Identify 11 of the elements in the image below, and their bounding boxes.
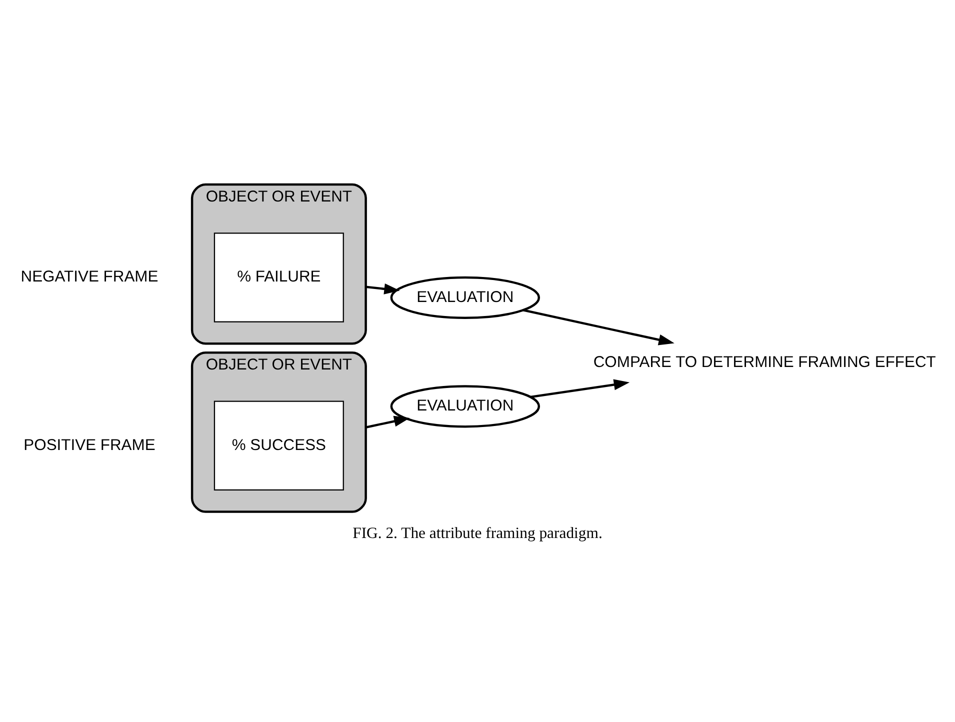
node-label: POSITIVE FRAME	[24, 436, 156, 454]
arrow	[366, 416, 410, 428]
arrow	[366, 283, 400, 294]
node-box: % SUCCESS	[214, 400, 344, 490]
node-box: % FAILURE	[214, 232, 344, 322]
arrow	[523, 309, 674, 346]
caption: FIG. 2. The attribute framing paradigm.	[352, 524, 602, 542]
arrow	[530, 379, 630, 398]
node-label: NEGATIVE FRAME	[20, 268, 158, 286]
node-ellipse: EVALUATION	[390, 276, 540, 319]
node-text: COMPARE TO DETERMINE FRAMING EFFECT	[593, 354, 936, 371]
